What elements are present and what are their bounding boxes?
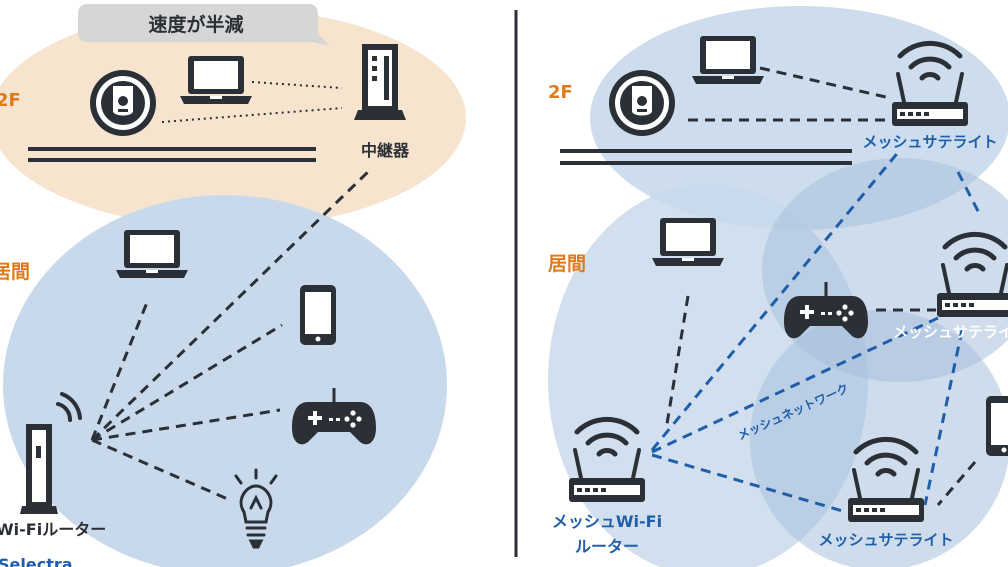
repeater-label: 中継器 [361,141,410,160]
laptop-icon [692,36,764,84]
left-2f-zone [0,8,466,228]
link-router-bulb [91,438,231,502]
tablet-icon [986,396,1008,456]
satellite-mid-label: メッシュサテライ [893,323,1008,341]
mesh-link-top-mid [956,171,982,216]
mesh-link-mid-bottom [923,329,964,506]
link-laptop-satellite [759,66,891,100]
robot-vacuum-icon [609,70,675,136]
left-panel: 速度が半減 2F 居間 中継器 [0,4,466,567]
right-floor-2f-label: 2F [548,82,573,103]
link-router-tablet [91,323,283,442]
tablet-icon [300,285,336,345]
mesh-link-router-top [650,149,902,451]
speech-bubble-text: 速度が半減 [148,13,243,36]
laptop-icon [116,230,188,278]
satellite-bottom-label: メッシュサテライト [818,531,953,549]
mesh-link-router-mid [651,316,939,454]
left-floor-2f-label: 2F [0,90,21,111]
wifi-router-icon [20,392,82,514]
watermark: Selectra [0,555,73,567]
link-tablet-satellite [936,461,977,506]
router-label-line1: メッシュWi-Fi [552,512,662,531]
light-bulb-icon [234,468,278,549]
right-panel: 2F 居間 メッシュネットワーク メッシュサテライト メッシュサテ [548,6,1008,567]
router-label: Wi-Fiルーター [0,520,106,539]
repeater-icon [354,44,406,120]
laptop-icon [652,218,724,266]
link-router-laptop [90,299,150,441]
laptop-icon [180,56,252,104]
dotted-link-robot [161,107,343,123]
link-router-gamepad [91,408,281,442]
link-router-repeater [90,166,374,442]
right-floor-living-label: 居間 [548,253,586,275]
speech-bubble-shape [78,4,330,46]
left-living-zone [3,195,447,567]
router-label-line2: ルーター [575,537,639,556]
left-floor-living-label: 居間 [0,261,30,283]
robot-vacuum-icon [90,70,156,136]
link-laptop-router [664,295,690,431]
satellite-top-label: メッシュサテライト [862,133,997,151]
